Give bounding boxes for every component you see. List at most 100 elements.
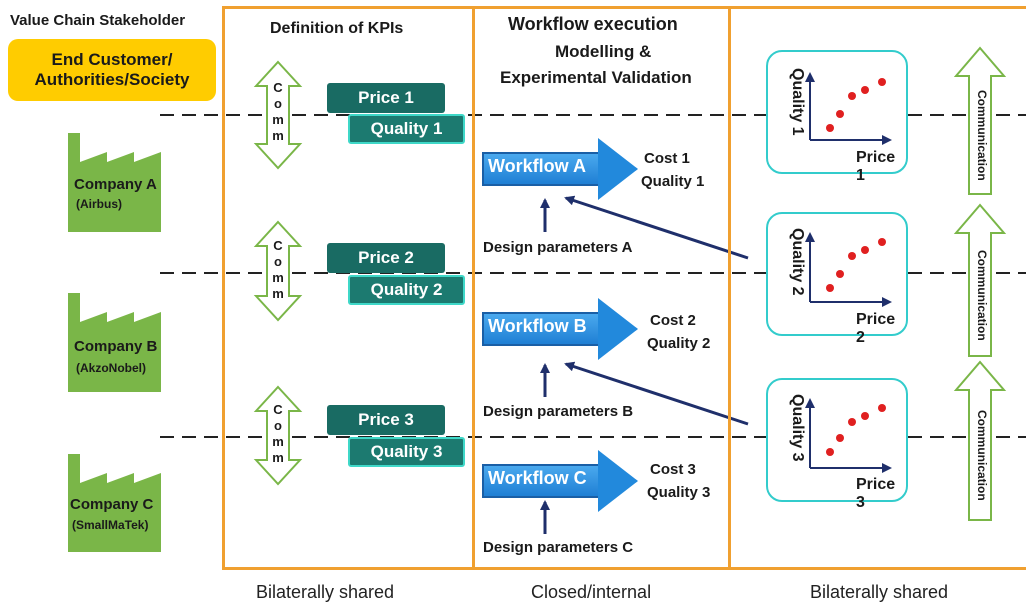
chart-dot bbox=[878, 78, 886, 86]
workflow-a-head bbox=[598, 138, 638, 200]
company-b-name: Company B bbox=[74, 338, 158, 355]
footer-middle: Closed/internal bbox=[531, 582, 652, 602]
comm-text-3: C o m m bbox=[266, 402, 290, 466]
communication-panel bbox=[728, 6, 1026, 570]
comm-letter: m bbox=[272, 128, 284, 143]
workflow-a-label: Workflow A bbox=[488, 156, 586, 176]
chart-dot bbox=[861, 86, 869, 94]
kpi-price-3: Price 3 bbox=[327, 405, 445, 435]
workflow-b-quality: Quality 2 bbox=[647, 335, 711, 352]
comm-letter: o bbox=[274, 418, 282, 433]
workflow-c-cost: Cost 3 bbox=[650, 461, 696, 478]
chart-3-xlabel: Price 3 bbox=[856, 476, 896, 511]
workflow-title: Workflow execution bbox=[508, 14, 678, 34]
comm-letter: m bbox=[272, 270, 284, 285]
chart-dot bbox=[836, 434, 844, 442]
communication-label-2: Communication bbox=[975, 250, 989, 341]
company-c-sub: (SmallMaTek) bbox=[72, 518, 149, 532]
chart-3-ylabel: Quality 3 bbox=[789, 394, 806, 462]
comm-letter: C bbox=[273, 402, 283, 417]
workflow-subtitle-2: Experimental Validation bbox=[500, 68, 692, 87]
chart-dot bbox=[836, 270, 844, 278]
company-a-name: Company A bbox=[74, 176, 157, 193]
comm-letter: m bbox=[272, 434, 284, 449]
kpi-price-2: Price 2 bbox=[327, 243, 445, 273]
workflow-a-arrow: Workflow A bbox=[482, 138, 638, 200]
chart-axes-3 bbox=[805, 398, 892, 473]
chart-dot bbox=[826, 448, 834, 456]
chart-dot bbox=[878, 238, 886, 246]
communication-arrow-2 bbox=[953, 203, 1007, 357]
chart-2-xlabel: Price 2 bbox=[856, 311, 896, 346]
workflow-b-arrow: Workflow B bbox=[482, 298, 638, 360]
chart-dot bbox=[826, 124, 834, 132]
factory-icon-b bbox=[68, 293, 161, 392]
design-params-b: Design parameters B bbox=[483, 403, 634, 420]
comm-letter: o bbox=[274, 96, 282, 111]
workflow-c-quality: Quality 3 bbox=[647, 484, 711, 501]
workflow-a-body bbox=[482, 152, 600, 186]
factory-icon-c bbox=[68, 454, 161, 552]
feedback-arrow-2 bbox=[564, 361, 749, 426]
design-params-a: Design parameters A bbox=[483, 239, 633, 256]
company-b-sub: (AkzoNobel) bbox=[76, 361, 146, 375]
workflow-subtitle-1: Modelling & bbox=[555, 42, 652, 61]
footer-left: Bilaterally shared bbox=[256, 582, 395, 602]
workflow-a-quality: Quality 1 bbox=[641, 173, 705, 190]
design-params-c: Design parameters C bbox=[483, 539, 634, 556]
workflow-b-body bbox=[482, 312, 600, 346]
comm-letter: m bbox=[272, 286, 284, 301]
workflow-c-body bbox=[482, 464, 600, 498]
end-customer-line1: End Customer/ bbox=[51, 50, 173, 69]
chart-axes-1 bbox=[805, 72, 892, 145]
stakeholder-title: Value Chain Stakeholder bbox=[10, 12, 186, 29]
communication-arrow-3 bbox=[953, 360, 1007, 521]
comm-letter: o bbox=[274, 254, 282, 269]
chart-dot bbox=[878, 404, 886, 412]
factory-icon-a bbox=[68, 133, 161, 232]
chart-dot bbox=[848, 252, 856, 260]
workflow-c-head bbox=[598, 450, 638, 512]
kpi-price-1: Price 1 bbox=[327, 83, 445, 113]
kpi-quality-2: Quality 2 bbox=[348, 275, 465, 305]
workflow-b-head bbox=[598, 298, 638, 360]
comm-arrow-3 bbox=[253, 385, 303, 486]
comm-text-2: C o m m bbox=[266, 238, 290, 302]
comm-letter: m bbox=[272, 112, 284, 127]
chart-2-ylabel: Quality 2 bbox=[789, 228, 806, 296]
chart-dot bbox=[861, 412, 869, 420]
workflow-b-label: Workflow B bbox=[488, 316, 587, 336]
workflow-b-cost: Cost 2 bbox=[650, 312, 696, 329]
workflow-c-arrow: Workflow C bbox=[482, 450, 638, 512]
tradeoff-chart-2: Quality 2 Price 2 bbox=[766, 212, 908, 346]
comm-letter: C bbox=[273, 80, 283, 95]
tradeoff-chart-1: Quality 1 Price 1 bbox=[766, 50, 908, 184]
chart-1-xlabel: Price 1 bbox=[856, 149, 896, 184]
workflow-a-cost: Cost 1 bbox=[644, 150, 690, 167]
comm-letter: m bbox=[272, 450, 284, 465]
comm-arrow-2 bbox=[253, 220, 303, 322]
chart-dot bbox=[861, 246, 869, 254]
chart-dot bbox=[836, 110, 844, 118]
end-customer-line2: Authorities/Society bbox=[34, 70, 190, 89]
kpi-quality-1: Quality 1 bbox=[348, 114, 465, 144]
chart-dot bbox=[848, 418, 856, 426]
comm-text-1: C o m m bbox=[266, 80, 290, 144]
chart-dot bbox=[848, 92, 856, 100]
communication-label-3: Communication bbox=[975, 410, 989, 501]
kpi-quality-3: Quality 3 bbox=[348, 437, 465, 467]
communication-label-1: Communication bbox=[975, 90, 989, 181]
chart-axes-2 bbox=[805, 232, 892, 307]
chart-dot bbox=[826, 284, 834, 292]
workflow-c-label: Workflow C bbox=[488, 468, 587, 488]
feedback-arrow-1 bbox=[564, 195, 749, 260]
kpi-title: Definition of KPIs bbox=[270, 20, 404, 37]
communication-arrow-1 bbox=[953, 46, 1007, 195]
chart-1-ylabel: Quality 1 bbox=[789, 68, 806, 136]
company-c-name: Company C bbox=[70, 496, 154, 513]
company-a-sub: (Airbus) bbox=[76, 197, 122, 211]
comm-arrow-1 bbox=[253, 60, 303, 170]
tradeoff-chart-3: Quality 3 Price 3 bbox=[766, 378, 908, 511]
